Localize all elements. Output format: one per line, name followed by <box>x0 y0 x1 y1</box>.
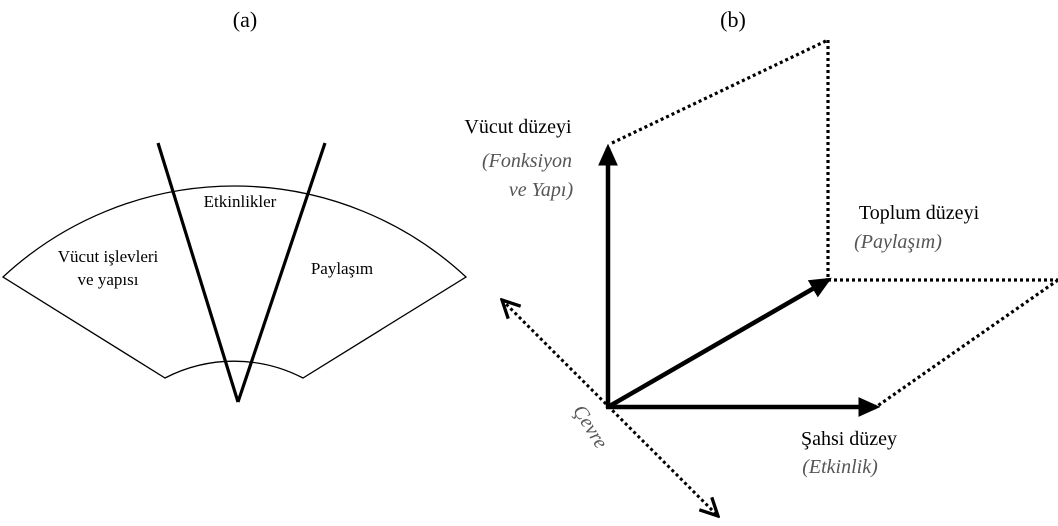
environment-label: Çevre <box>568 401 612 453</box>
society-level-label: Toplum düzeyi <box>859 202 980 224</box>
personal-level-label: Şahsi düzey <box>801 428 897 450</box>
body-functions-label-line2: ve yapısı <box>78 270 139 289</box>
personal-level-sub: (Etkinlik) <box>802 456 878 478</box>
left-divider-line <box>156 142 240 403</box>
panel-b: (b) Vücut düzeyi (Fonksiyon ve Yapı) Top… <box>464 7 1058 516</box>
dotted-outline <box>611 38 1058 409</box>
right-divider-line <box>236 142 327 403</box>
panel-b-letter: (b) <box>720 7 746 32</box>
body-level-sub-line1: (Fonksiyon <box>482 150 572 172</box>
sharing-label: Paylaşım <box>311 259 373 278</box>
body-level-sub-line2: ve Yapı) <box>509 179 574 201</box>
fan-sector <box>1 185 468 379</box>
panel-a: (a) Vücut işlevleri ve yapısı Etkinlikle… <box>1 7 468 403</box>
society-level-sub: (Paylaşım) <box>854 231 942 253</box>
body-functions-label-line1: Vücut işlevleri <box>58 247 159 266</box>
society-level-axis-arrow <box>606 277 832 409</box>
body-level-label: Vücut düzeyi <box>464 116 572 138</box>
panel-a-letter: (a) <box>233 7 257 32</box>
activities-label: Etkinlikler <box>204 192 277 211</box>
